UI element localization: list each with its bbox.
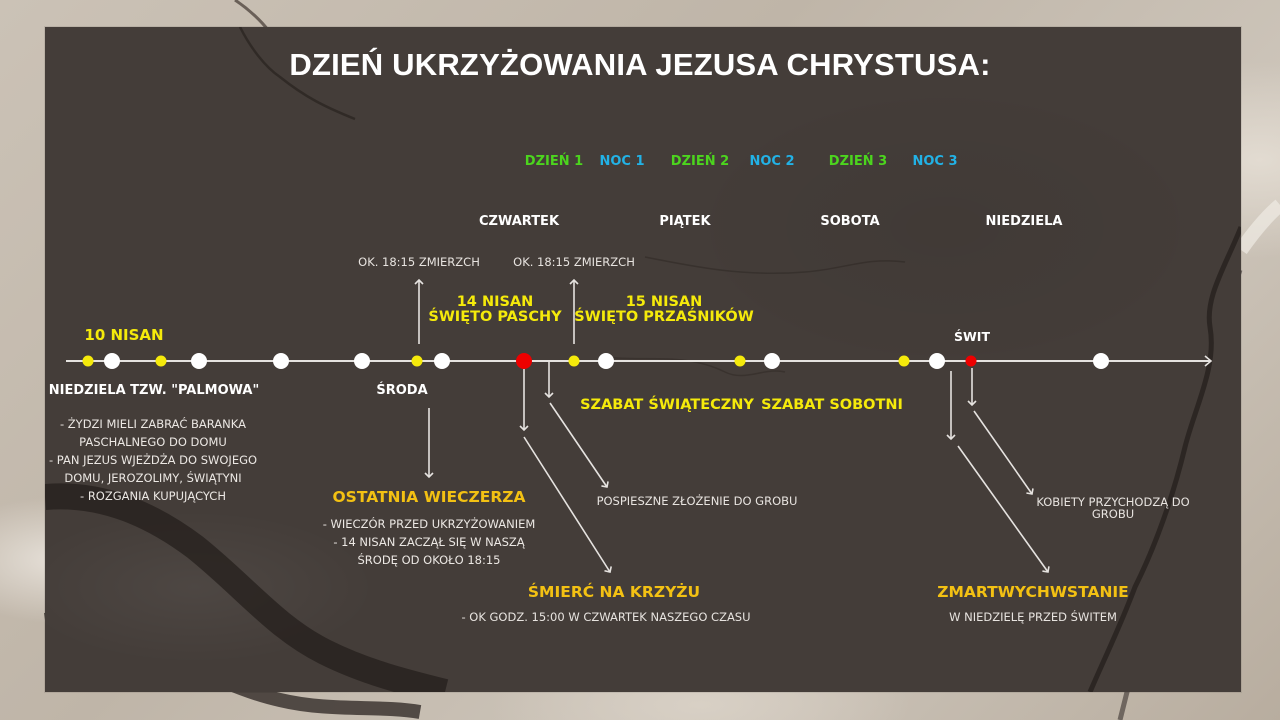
- burial-arrow-diagonal: [549, 402, 609, 488]
- women-note-line: KOBIETY PRZYCHODZĄ DO: [1036, 495, 1190, 509]
- burial-note: POSPIESZNE ZŁOŻENIE DO GROBU: [596, 494, 798, 508]
- palm-sunday-line: - ROZGANIA KUPUJĄCYCH: [80, 489, 226, 503]
- palm-sunday-description: - ŻYDZI MIELI ZABRAĆ BARANKA PASCHALNEGO…: [49, 415, 257, 505]
- sunset-note-1: OK. 18:15 ZMIERZCH: [358, 255, 480, 269]
- last-supper-line: - WIECZÓR PRZED UKRZYŻOWANIEM: [322, 517, 536, 531]
- sunset-dot: [568, 355, 580, 367]
- day-dot: [598, 353, 614, 369]
- period-night-2: NOC 2: [749, 154, 795, 169]
- palm-sunday-line: DOMU, JEROZOLIMY, ŚWIĄTYNI: [64, 471, 242, 485]
- nisan-14-feast: ŚWIĘTO PASCHY: [428, 309, 562, 325]
- crucifixion-dot: [516, 353, 532, 369]
- page-title: DZIEŃ UKRZYŻOWANIA JEZUSA CHRYSTUSA:: [289, 47, 991, 82]
- sunset-dot: [155, 355, 167, 367]
- palm-sunday-line: - ŻYDZI MIELI ZABRAĆ BARANKA: [59, 417, 246, 431]
- weekday-thursday: CZWARTEK: [478, 214, 560, 229]
- last-supper-line: - 14 NISAN ZACZĄŁ SIĘ W NASZĄ: [333, 535, 525, 549]
- timeline-dots: [82, 353, 1109, 369]
- resurrection-note: W NIEDZIELĘ PRZED ŚWITEM: [949, 610, 1117, 624]
- period-night-3: NOC 3: [912, 154, 958, 169]
- nisan-14-date: 14 NISAN: [456, 294, 534, 310]
- day-dot: [929, 353, 945, 369]
- resurrection-heading: ZMARTWYCHWSTANIE: [937, 583, 1129, 601]
- nisan-15-feast: ŚWIĘTO PRZAŚNIKÓW: [574, 309, 754, 325]
- period-day-3: DZIEŃ 3: [828, 154, 888, 169]
- day-dot: [1093, 353, 1109, 369]
- day-dot: [273, 353, 289, 369]
- day-dot: [764, 353, 780, 369]
- last-supper-line: ŚRODĘ OD OKOŁO 18:15: [357, 553, 501, 567]
- sunset-dot: [411, 355, 423, 367]
- last-supper-heading: OSTATNIA WIECZERZA: [332, 488, 526, 506]
- nisan-15-date: 15 NISAN: [625, 294, 703, 310]
- sabbath-feast-label: SZABAT ŚWIĄTECZNY: [580, 397, 754, 413]
- death-note: - OK GODZ. 15:00 W CZWARTEK NASZEGO CZAS…: [461, 610, 751, 624]
- resurrection-arrow-diagonal: [957, 445, 1050, 573]
- sunset-dot: [82, 355, 94, 367]
- nisan-14-label: 14 NISAN ŚWIĘTO PASCHY: [428, 295, 561, 325]
- women-note: KOBIETY PRZYCHODZĄ DO GROBU: [1036, 496, 1189, 520]
- day-dot: [191, 353, 207, 369]
- nisan-10-label: 10 NISAN: [84, 326, 164, 344]
- sunset-dot: [898, 355, 910, 367]
- dawn-dot: [965, 355, 977, 367]
- day-dot: [104, 353, 120, 369]
- period-night-1: NOC 1: [599, 154, 645, 169]
- sunset-note-2: OK. 18:15 ZMIERZCH: [513, 255, 635, 269]
- palm-sunday-label: NIEDZIELA TZW. "PALMOWA": [48, 383, 260, 398]
- timeline-axis: [66, 355, 1213, 367]
- women-arrow-diagonal: [973, 410, 1034, 495]
- sabbath-saturday-label: SZABAT SOBOTNI: [761, 397, 903, 413]
- period-day-2: DZIEŃ 2: [670, 154, 730, 169]
- last-supper-description: - WIECZÓR PRZED UKRZYŻOWANIEM - 14 NISAN…: [323, 515, 536, 569]
- panel-crack-decoration: [45, 27, 1241, 692]
- day-dot: [354, 353, 370, 369]
- death-arrow-diagonal: [523, 436, 613, 573]
- sunset-dot: [734, 355, 746, 367]
- day-dot: [434, 353, 450, 369]
- weekday-sunday: NIEDZIELA: [985, 214, 1063, 229]
- period-day-1: DZIEŃ 1: [524, 154, 584, 169]
- palm-sunday-line: - PAN JEZUS WJEŻDŻA DO SWOJEGO: [48, 453, 258, 467]
- death-heading: ŚMIERĆ NA KRZYŻU: [527, 583, 701, 601]
- timeline-panel: [45, 27, 1241, 692]
- nisan-15-label: 15 NISAN ŚWIĘTO PRZAŚNIKÓW: [574, 295, 753, 325]
- dawn-label: ŚWIT: [954, 329, 990, 344]
- palm-sunday-line: PASCHALNEGO DO DOMU: [79, 435, 227, 449]
- women-note-line: GROBU: [1091, 507, 1135, 521]
- weekday-friday: PIĄTEK: [659, 214, 711, 229]
- weekday-saturday: SOBOTA: [820, 214, 880, 229]
- wednesday-label: ŚRODA: [376, 383, 428, 398]
